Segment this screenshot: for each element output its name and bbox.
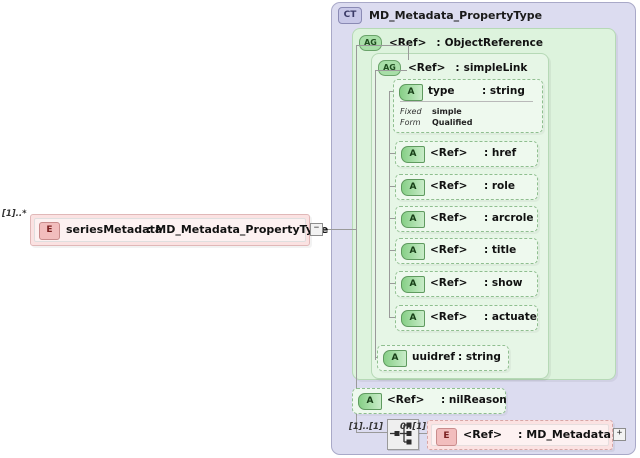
attribute-group-objectreference-header: AG<Ref>:ObjectReference (359, 32, 543, 51)
cardinality-sequence: [1]..[1] (349, 422, 383, 432)
attribute-group-badge: AG (359, 34, 382, 51)
attribute-row-uuidref[interactable]: A uuidref : string (377, 345, 509, 371)
attribute-name: <Ref> (430, 244, 468, 256)
element-inner-panel (431, 424, 609, 446)
attribute-group-badge: AG (378, 59, 401, 76)
attribute-name: <Ref> (430, 212, 468, 224)
facet-key-form: Form (400, 118, 421, 127)
attribute-badge: A (401, 211, 425, 228)
element-name: seriesMetadata (66, 223, 163, 236)
facet-value-fixed: simple (432, 107, 462, 116)
attribute-row-nilreason[interactable]: A <Ref> : nilReason (352, 388, 507, 414)
attribute-row-type[interactable]: A type : string (393, 79, 543, 133)
complex-type-header: CT MD_Metadata_PropertyType (338, 5, 628, 25)
connector-line (389, 283, 395, 284)
element-series-metadata[interactable]: E seriesMetadata : MD_Metadata_PropertyT… (30, 214, 328, 246)
attribute-row-role[interactable]: A <Ref> : role (395, 174, 538, 200)
connector-line (389, 91, 395, 92)
sequence-compositor-icon[interactable] (387, 419, 419, 450)
attribute-badge: A (401, 310, 425, 327)
attribute-name: uuidref (412, 351, 455, 363)
attribute-name: <Ref> (430, 277, 468, 289)
attribute-type: : title (484, 244, 517, 256)
attribute-badge: A (401, 146, 425, 163)
connector-line (389, 91, 390, 317)
attribute-badge: A (358, 393, 382, 410)
connector-line (356, 45, 408, 46)
attribute-group-type: ObjectReference (444, 36, 544, 49)
attribute-badge: A (401, 243, 425, 260)
attribute-type: : string (482, 85, 525, 97)
attribute-badge: A (399, 84, 423, 101)
attribute-type: : nilReason (441, 394, 507, 406)
attribute-group-name: <Ref> (408, 61, 446, 74)
cardinality-md-metadata: 0..[1] (400, 422, 427, 432)
facet-value-form: Qualified (432, 118, 473, 127)
attribute-row-title[interactable]: A <Ref> : title (395, 238, 538, 264)
connector-line (321, 229, 356, 230)
attribute-row-actuate[interactable]: A <Ref> : actuate (395, 305, 538, 331)
connector-line (389, 218, 395, 219)
attribute-type: : string (458, 351, 501, 363)
connector-line (356, 45, 357, 229)
attribute-group-type: simpleLink (463, 61, 528, 74)
attribute-badge: A (383, 350, 407, 367)
collapse-expander-series-metadata[interactable]: − (310, 223, 323, 236)
attribute-badge: A (401, 276, 425, 293)
connector-line (389, 153, 395, 154)
attribute-row-show[interactable]: A <Ref> : show (395, 271, 538, 297)
attribute-group-simplelink-header: AG <Ref>:simpleLink (378, 57, 527, 76)
cardinality-series-metadata: [1]..* (2, 209, 27, 219)
complex-type-badge: CT (338, 7, 362, 24)
attribute-name: type (428, 85, 455, 97)
attribute-badge: A (401, 179, 425, 196)
attribute-name: <Ref> (430, 147, 468, 159)
attribute-name: <Ref> (430, 180, 468, 192)
connector-line (356, 229, 357, 432)
attribute-type: : role (484, 180, 515, 192)
element-badge: E (436, 428, 457, 446)
connector-line (389, 186, 395, 187)
attribute-row-href[interactable]: A <Ref> : href (395, 141, 538, 167)
element-inner-panel (34, 218, 306, 242)
attribute-row-arcrole[interactable]: A <Ref> : arcrole (395, 206, 538, 232)
connector-line (389, 317, 395, 318)
expand-expander-md-metadata[interactable]: + (613, 428, 626, 441)
attribute-type: : arcrole (484, 212, 534, 224)
attribute-type: : actuate (484, 311, 537, 323)
connector-line (375, 70, 376, 360)
attribute-group-separator: : (455, 61, 460, 74)
attribute-name: <Ref> (387, 394, 425, 406)
attribute-name: <Ref> (430, 311, 468, 323)
element-name: <Ref> (463, 428, 503, 441)
element-badge: E (39, 222, 60, 240)
connector-line (356, 432, 387, 433)
attribute-type: : href (484, 147, 517, 159)
connector-line (375, 70, 407, 71)
attribute-type: : show (484, 277, 523, 289)
element-type: : MD_Metadata (518, 428, 611, 441)
complex-type-title: MD_Metadata_PropertyType (369, 9, 543, 22)
facet-key-fixed: Fixed (400, 107, 422, 116)
connector-line (417, 433, 429, 434)
connector-line (389, 250, 395, 251)
facet-divider (400, 101, 533, 102)
element-type: : MD_Metadata_PropertyType (147, 223, 329, 236)
element-md-metadata[interactable]: E <Ref> : MD_Metadata (427, 420, 613, 450)
connector-line (408, 45, 409, 60)
attribute-group-separator: : (436, 36, 441, 49)
